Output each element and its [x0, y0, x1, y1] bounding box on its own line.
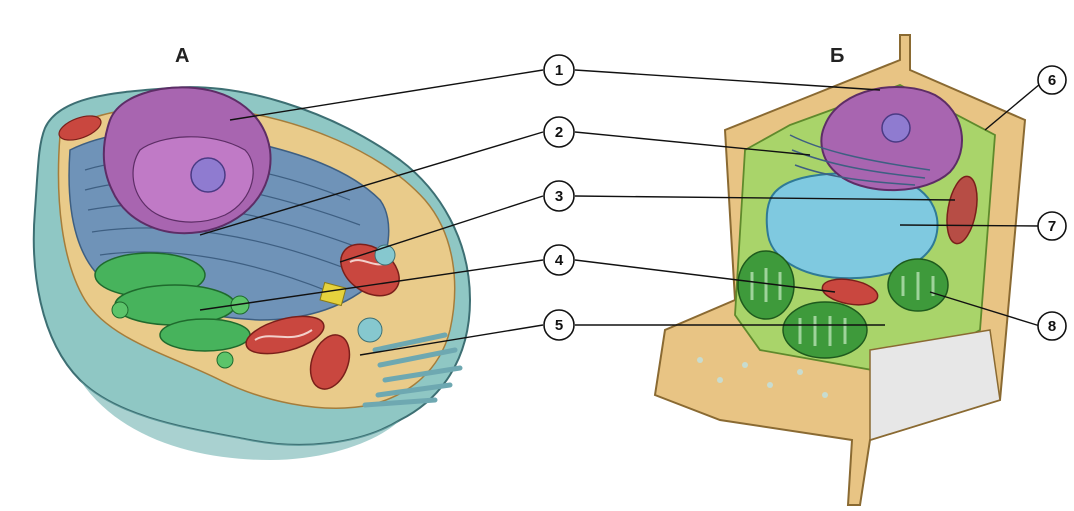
leader-1-left	[230, 70, 543, 120]
label-5-text: 5	[555, 317, 563, 334]
label-1: 1	[544, 55, 574, 85]
label-2: 2	[544, 117, 574, 147]
label-8: 8	[1038, 312, 1066, 340]
leader-7	[900, 225, 1040, 226]
nucleus-animal	[104, 87, 271, 233]
title-plant-cell: Б	[830, 45, 844, 67]
label-7-text: 7	[1048, 218, 1056, 235]
label-1-text: 1	[555, 62, 563, 79]
leader-1-right	[575, 70, 880, 90]
animal-cell	[34, 87, 470, 460]
label-2-text: 2	[555, 124, 563, 141]
label-7: 7	[1038, 212, 1066, 240]
label-4-text: 4	[555, 252, 564, 269]
label-3-text: 3	[555, 188, 563, 205]
title-animal-cell: А	[175, 45, 189, 67]
label-3: 3	[544, 181, 574, 211]
label-6-text: 6	[1048, 72, 1056, 89]
label-6: 6	[1038, 66, 1066, 94]
plant-cell	[655, 35, 1025, 505]
label-4: 4	[544, 245, 574, 275]
label-8-text: 8	[1048, 318, 1056, 335]
cell-wall-side	[870, 330, 1000, 440]
label-5: 5	[544, 310, 574, 340]
